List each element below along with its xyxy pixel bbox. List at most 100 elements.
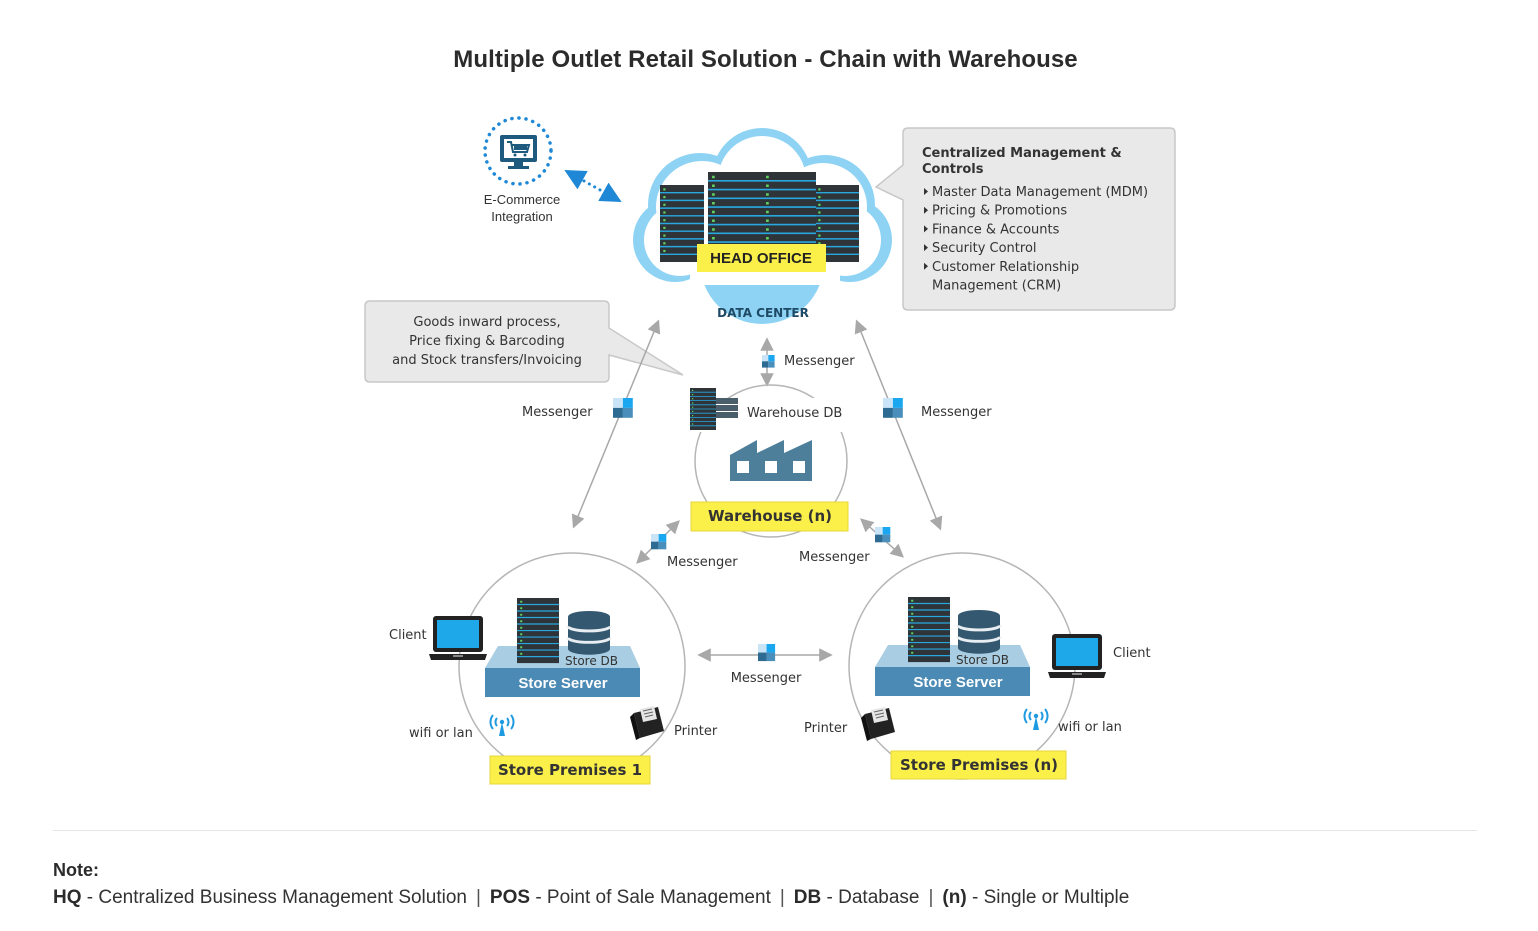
hq-callout-item: Customer Relationship [932, 260, 1079, 275]
ecommerce-label-line1: E-Commerce [484, 192, 561, 207]
store-db-icon [956, 608, 1002, 656]
store1-badge [489, 755, 651, 785]
note-desc-db: - Database [821, 887, 920, 908]
messenger-store1-storen: Messenger [731, 644, 802, 686]
messenger-icon [875, 527, 891, 543]
store-server-rack-icon [516, 597, 560, 664]
messenger-label: Messenger [921, 405, 992, 420]
laptop-icon [429, 616, 487, 660]
printer-label: Printer [804, 721, 848, 736]
messenger-icon [883, 398, 903, 418]
wifi-icon [1023, 708, 1049, 731]
warehouse-callout-line: and Stock transfers/Invoicing [392, 353, 582, 368]
note-term-db: DB [793, 887, 822, 908]
messenger-icon [758, 644, 776, 662]
note-desc-hq: - Centralized Business Management Soluti… [81, 887, 467, 908]
note-separator: | [928, 887, 934, 908]
bullet-arrow-icon [924, 262, 928, 270]
connections [571, 319, 943, 662]
store-db-icon [566, 609, 612, 657]
bullet-arrow-icon [924, 188, 928, 195]
messenger-hq-storen: Messenger [883, 398, 992, 420]
note-desc-n: - Single or Multiple [966, 887, 1130, 908]
store-db-label: Store DB [956, 653, 1009, 667]
note-separator: | [475, 887, 481, 908]
hq-callout-item: Master Data Management (MDM) [932, 185, 1148, 200]
store1-label: Store Premises 1 [498, 761, 642, 779]
client-label: Client [1113, 646, 1151, 661]
warehouse-db-label: Warehouse DB [747, 406, 842, 421]
warehouse: Warehouse DB Warehouse (n) [689, 384, 849, 538]
printer-icon [629, 705, 665, 741]
messenger-warehouse-store1: Messenger [651, 534, 738, 570]
laptop-icon [1048, 634, 1106, 678]
note-desc-pos: - Point of Sale Management [530, 887, 771, 908]
head-office-label: HEAD OFFICE [710, 250, 812, 267]
dotted-ring-icon [483, 116, 553, 186]
data-center-label: DATA CENTER [717, 306, 809, 320]
store-server-box [485, 668, 640, 697]
wifi-icon [489, 714, 515, 737]
head-office-badge [697, 244, 826, 272]
hq-callout-heading-1: Centralized Management & [922, 146, 1122, 161]
hq-callout-item: Management (CRM) [932, 279, 1061, 294]
head-office: DATA CENTER HEAD OFFICE [633, 128, 892, 324]
warehouse-badge [690, 501, 849, 532]
bullet-arrow-icon [924, 225, 928, 233]
hq-callout-item: Finance & Accounts [932, 222, 1060, 237]
bullet-arrow-icon [924, 244, 928, 252]
store-server-label: Store Server [913, 674, 1002, 691]
store-server-box [875, 667, 1030, 696]
warehouse-boundary [694, 384, 848, 538]
note-term-n: (n) [942, 887, 967, 908]
warehouse-db-icon [689, 387, 738, 431]
client-label: Client [389, 628, 427, 643]
section-divider [53, 830, 1477, 831]
ecommerce-link-arrow [564, 169, 622, 203]
note-term-pos: POS [489, 887, 531, 908]
network-label: wifi or lan [1058, 720, 1122, 735]
store-server-label: Store Server [518, 675, 607, 692]
messenger-warehouse-storen: Messenger [799, 527, 891, 565]
hq-callout-heading-2: Controls [922, 162, 984, 177]
network-label: wifi or lan [409, 726, 473, 741]
store-premises-1: Store DB Store Server Client wifi or lan… [389, 552, 718, 785]
printer-label: Printer [674, 724, 718, 739]
warehouse-callout: Goods inward process, Price fixing & Bar… [364, 300, 684, 383]
hq-callout-item: Security Control [932, 241, 1037, 256]
ecommerce-label-line2: Integration [491, 209, 552, 224]
bullet-arrow-icon [924, 206, 928, 214]
note-legend: HQ - Centralized Business Management Sol… [53, 887, 1129, 909]
storen-label: Store Premises (n) [900, 756, 1058, 774]
shopping-cart-monitor-icon [500, 135, 537, 169]
hq-store1-arrow [571, 319, 661, 529]
warehouse-callout-line: Goods inward process, [413, 315, 560, 330]
hq-callout-item: Pricing & Promotions [932, 204, 1067, 219]
messenger-icon [762, 355, 775, 368]
store-premises-n: Store DB Store Server Client wifi or lan… [804, 552, 1151, 780]
hq-callout: Centralized Management & Controls Master… [874, 127, 1176, 311]
store-db-label: Store DB [565, 654, 618, 668]
messenger-label: Messenger [799, 550, 870, 565]
factory-icon [730, 440, 812, 481]
ecommerce-integration: E-Commerce Integration [483, 116, 622, 224]
storen-badge [890, 750, 1067, 780]
warehouse-callout-line: Price fixing & Barcoding [409, 334, 565, 349]
messenger-label: Messenger [784, 354, 855, 369]
messenger-label: Messenger [731, 671, 802, 686]
hq-storen-arrow [854, 319, 943, 531]
note-term-hq: HQ [53, 887, 82, 908]
messenger-icon [613, 398, 633, 418]
messenger-label: Messenger [522, 405, 593, 420]
messenger-icon [651, 534, 667, 550]
messenger-hq-store1: Messenger [522, 398, 633, 420]
messenger-label: Messenger [667, 555, 738, 570]
note-separator: | [779, 887, 785, 908]
printer-icon [860, 706, 896, 742]
warehouse-label: Warehouse (n) [708, 507, 832, 525]
page-title: Multiple Outlet Retail Solution - Chain … [453, 46, 1078, 73]
messenger-hq-warehouse: Messenger [762, 354, 855, 369]
note-title: Note: [53, 860, 99, 880]
store-server-rack-icon [907, 596, 951, 663]
